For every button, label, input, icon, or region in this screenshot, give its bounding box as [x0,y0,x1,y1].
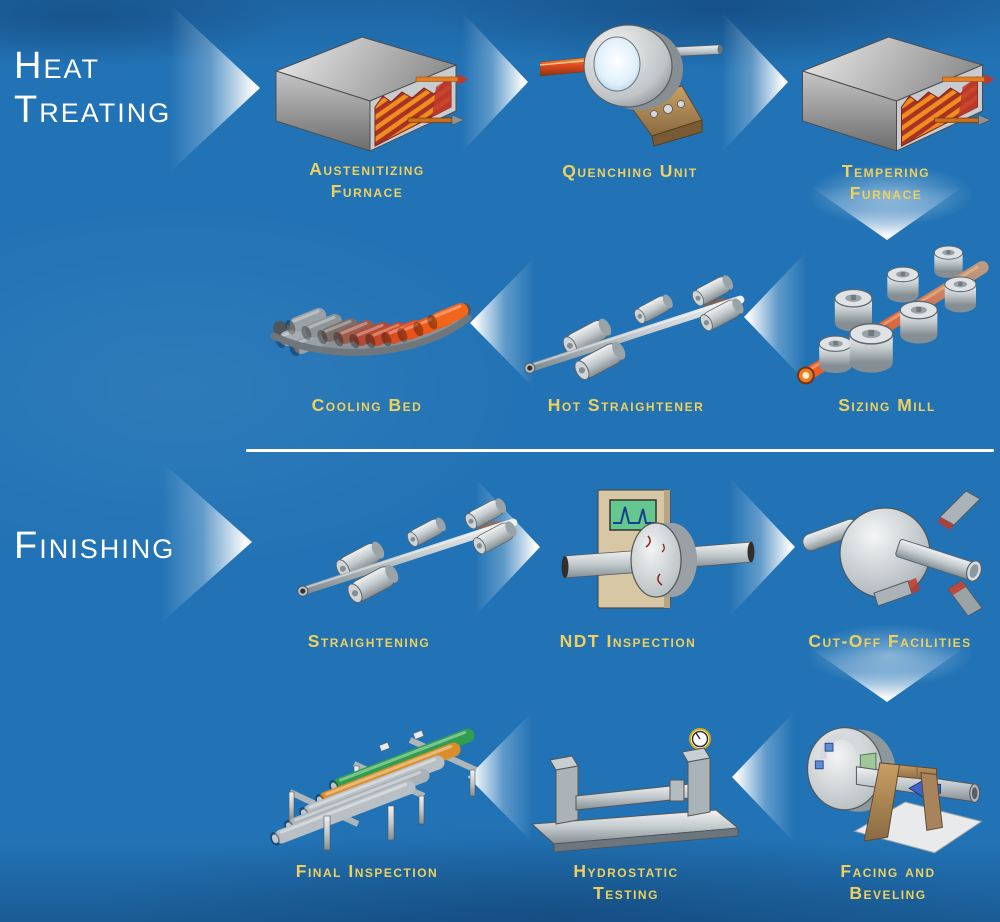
cutting-blades-icon [802,490,983,617]
label-line: Testing [593,883,659,904]
pipe-rack-icon [268,726,478,851]
step-label-ndt-inspection: NDT Inspection [503,630,753,652]
label-line: Straightening [307,631,431,651]
label-line: NDT Inspection [559,631,697,651]
step-label-final-inspection: Final Inspection [242,860,492,882]
step-label-hydrostatic-testing: Hydrostatic Testing [501,860,751,905]
flow-arrow-right-icon [170,4,260,172]
flow-arrow-down-icon [810,648,964,702]
step-label-quenching-unit: Quenching Unit [505,160,755,182]
furnace-icon [802,36,995,152]
step-label-facing-and-beveling: Facing and Beveling [763,860,1000,905]
facing-lathe-icon [806,727,983,854]
label-line: Hot Straightener [547,395,705,415]
step-label-cut-off-facilities: Cut-Off Facilities [765,630,1000,652]
furnace-icon [275,36,468,152]
step-label-straightening: Straightening [244,630,494,652]
test-bench-gauge-icon [530,728,740,853]
label-line: Furnace [330,181,404,202]
ndt-scope-icon [561,489,755,609]
step-label-cooling-bed: Cooling Bed [242,394,492,416]
step-label-austenitizing-furnace: Austenitizing Furnace [242,158,492,203]
straightener-rollers-icon [288,485,528,615]
label-line: Cut-Off Facilities [808,631,972,651]
flow-arrow-right-icon [162,462,252,622]
title-line: Heat [14,45,100,87]
label-line: Hydrostatic [573,861,679,881]
label-line: Final Inspection [295,861,439,881]
step-label-sizing-mill: Sizing Mill [762,394,1000,416]
label-line: Cooling Bed [311,395,423,415]
step-label-tempering-furnace: Tempering Furnace [761,160,1000,205]
straightener-rollers-icon [515,262,755,392]
flow-arrow-right-icon [462,12,528,152]
title-line: Treating [14,89,172,132]
label-line: Beveling [849,883,927,904]
section-title-finishing: Finishing [14,524,175,568]
sizing-mill-rollers-icon [796,245,989,385]
label-line: Austenitizing [309,159,425,179]
quenching-ring-icon [540,24,723,147]
section-divider [246,449,994,452]
title-line: Finishing [14,525,176,567]
step-label-hot-straightener: Hot Straightener [501,394,751,416]
label-line: Facing and [840,861,936,881]
label-line: Tempering [841,161,931,181]
label-line: Quenching Unit [562,161,698,181]
label-line: Sizing Mill [838,395,936,415]
section-title-heat-treating: Heat Treating [14,44,171,132]
label-line: Furnace [849,183,923,204]
cooling-bed-pipes-icon [270,300,472,358]
